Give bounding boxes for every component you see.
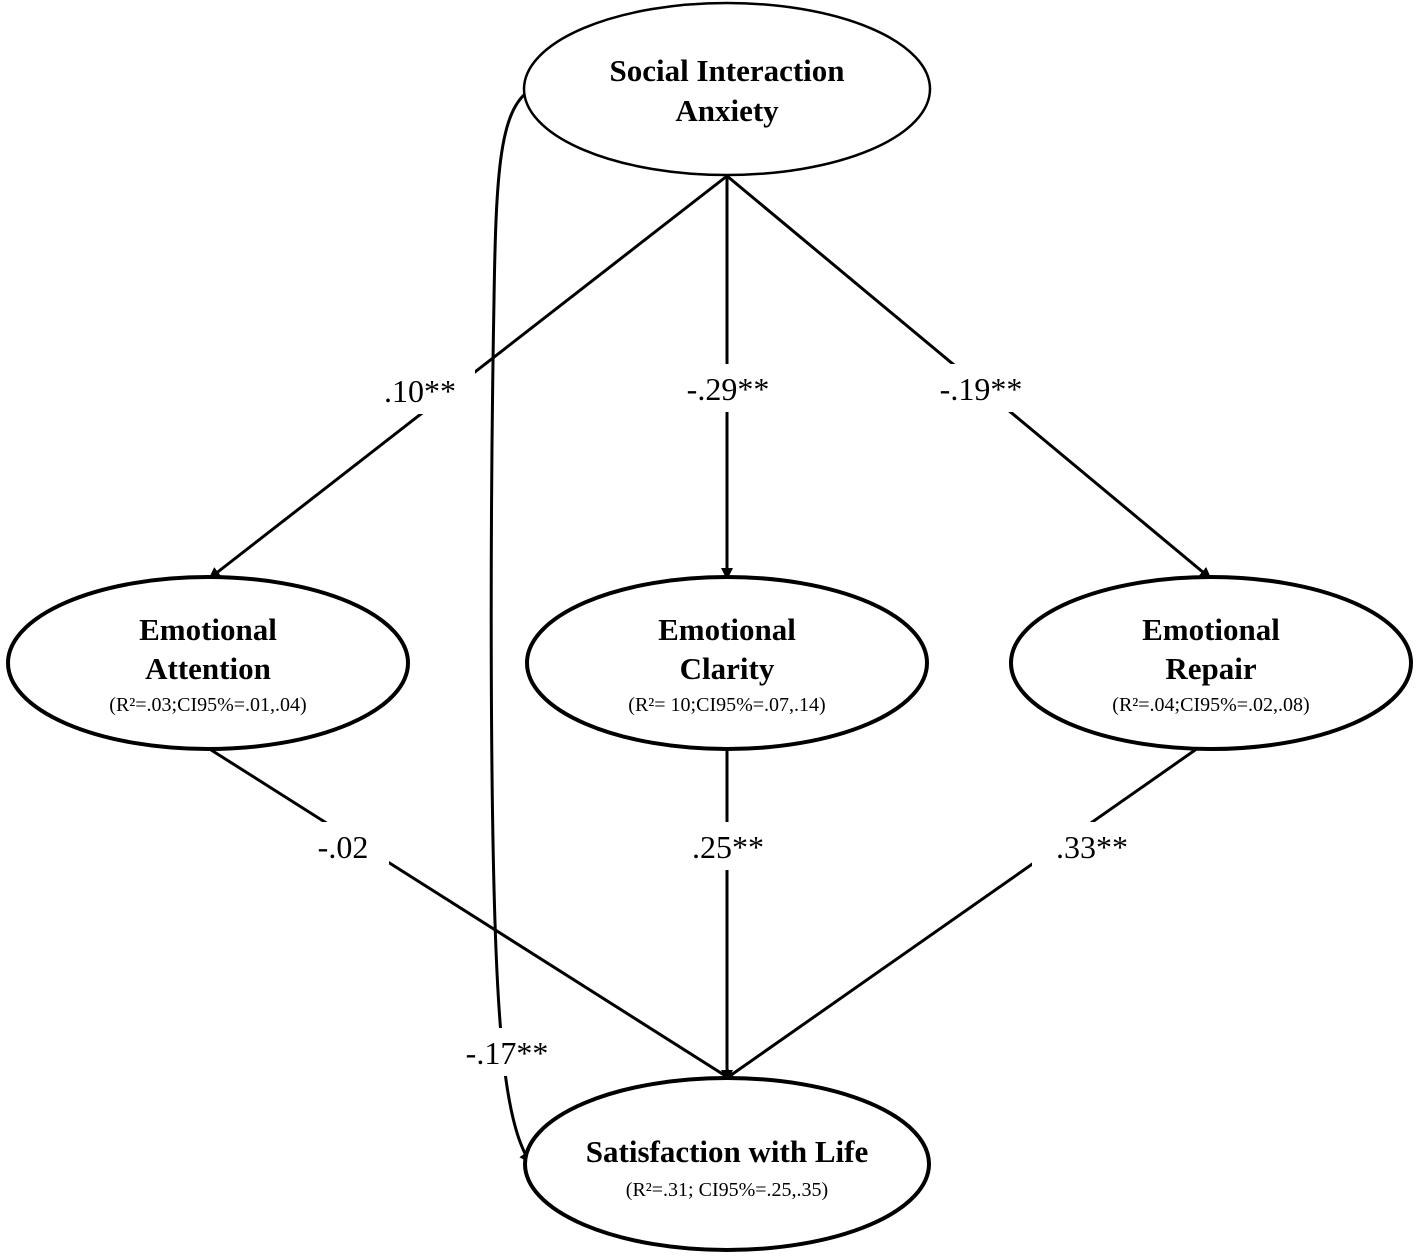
label-anxiety-attention: .10** — [365, 366, 475, 414]
label-repair-satisfaction: .33** — [1032, 822, 1152, 870]
label-anxiety-clarity: -.29** — [665, 364, 791, 412]
node-attention-title-line1: Emotional — [139, 612, 277, 647]
label-repair-satisfaction-text: .33** — [1056, 829, 1128, 865]
label-clarity-satisfaction: .25** — [668, 822, 788, 870]
edge-attention-satisfaction — [207, 746, 734, 1082]
node-clarity-title-line1: Emotional — [658, 612, 796, 647]
node-attention-title-line2: Attention — [145, 651, 271, 686]
label-attention-satisfaction: -.02 — [297, 822, 389, 870]
node-emotional-attention: Emotional Attention (R²=.03;CI95%=.01,.0… — [6, 575, 410, 751]
node-satisfaction-with-life: Satisfaction with Life (R²=.31; CI95%=.2… — [523, 1076, 931, 1252]
label-clarity-satisfaction-text: .25** — [692, 829, 764, 865]
node-satisfaction-title: Satisfaction with Life — [586, 1134, 868, 1169]
node-emotional-clarity: Emotional Clarity (R²= 10;CI95%=.07,.14) — [525, 575, 929, 751]
node-anxiety-title-line1: Social Interaction — [609, 53, 844, 88]
node-attention-stat: (R²=.03;CI95%=.01,.04) — [109, 694, 306, 716]
node-repair-title-line2: Repair — [1165, 651, 1257, 686]
node-repair-stat: (R²=.04;CI95%=.02,.08) — [1112, 694, 1309, 716]
label-anxiety-clarity-text: -.29** — [687, 371, 770, 407]
node-clarity-stat: (R²= 10;CI95%=.07,.14) — [628, 694, 825, 716]
node-clarity-title-line2: Clarity — [680, 651, 775, 686]
node-anxiety-title-line2: Anxiety — [675, 93, 779, 128]
node-social-interaction-anxiety: Social Interaction Anxiety — [522, 1, 932, 177]
node-repair-title-line1: Emotional — [1142, 612, 1280, 647]
label-attention-satisfaction-text: -.02 — [318, 829, 369, 865]
label-anxiety-repair-text: -.19** — [940, 371, 1023, 407]
label-anxiety-attention-text: .10** — [384, 373, 456, 409]
node-satisfaction-stat: (R²=.31; CI95%=.25,.35) — [626, 1179, 828, 1201]
label-anxiety-repair: -.19** — [918, 364, 1044, 412]
edge-anxiety-satisfaction — [489, 88, 532, 1164]
label-anxiety-satisfaction-text: -.17** — [466, 1035, 549, 1071]
edge-repair-satisfaction — [722, 746, 1199, 1082]
node-emotional-repair: Emotional Repair (R²=.04;CI95%=.02,.08) — [1009, 575, 1413, 751]
label-anxiety-satisfaction: -.17** — [444, 1028, 570, 1076]
